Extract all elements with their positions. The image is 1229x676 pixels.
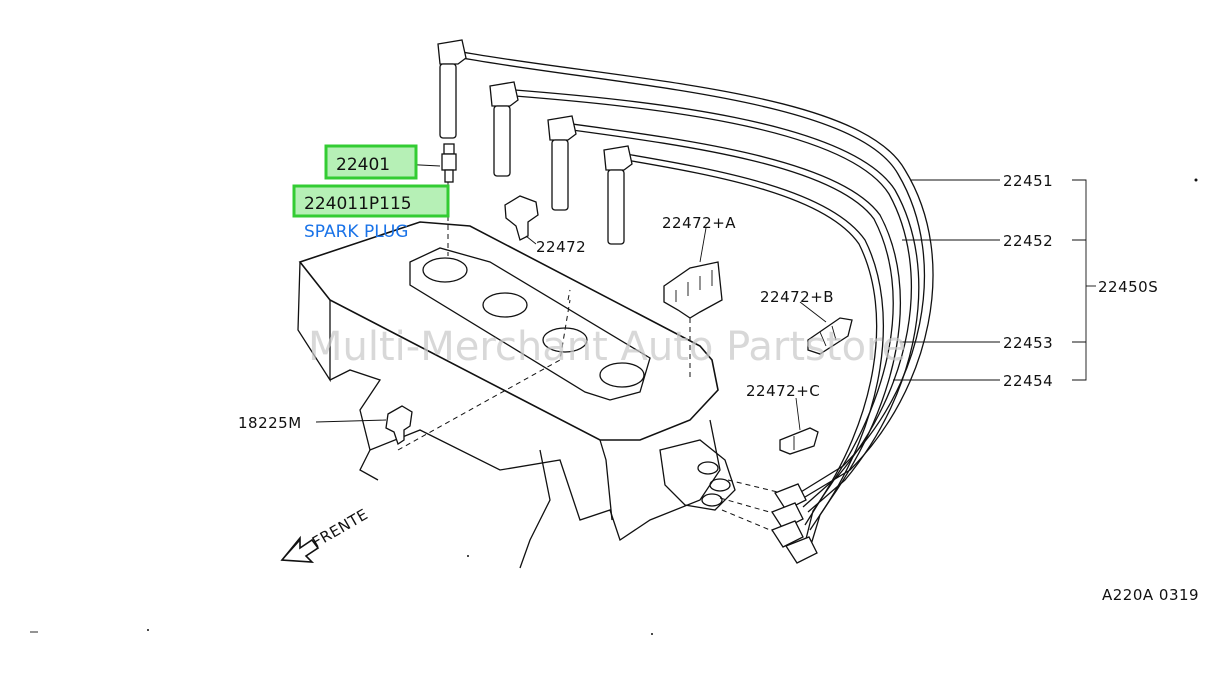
spark-plug	[441, 143, 457, 183]
leader-lines	[315, 163, 1096, 431]
ignition-wires	[461, 51, 934, 549]
distributor-boots	[771, 483, 818, 564]
label-22452[interactable]: 22452	[1003, 232, 1053, 250]
label-18225m[interactable]: 18225M	[238, 414, 302, 432]
front-arrow	[280, 535, 320, 563]
highlight-22401[interactable]: 22401	[336, 155, 390, 175]
label-22472[interactable]: 22472	[536, 238, 586, 256]
label-22451[interactable]: 22451	[1003, 172, 1053, 190]
highlight-part-number[interactable]: 224011P115	[304, 194, 412, 214]
label-22453[interactable]: 22453	[1003, 334, 1053, 352]
plug-boots	[437, 39, 633, 245]
label-22472c[interactable]: 22472+C	[746, 382, 820, 400]
wire-clamps	[385, 195, 853, 455]
label-22454[interactable]: 22454	[1003, 372, 1053, 390]
diagram-code: A220A 0319	[1102, 586, 1199, 604]
scan-specks	[30, 178, 1198, 635]
highlight-box-22401	[324, 144, 418, 180]
watermark: Multi-Merchant Auto Partstore	[308, 324, 906, 370]
spark-plug-link[interactable]: SPARK PLUG	[304, 222, 408, 242]
frente-label: FRENTE	[309, 505, 371, 551]
label-22472a[interactable]: 22472+A	[662, 214, 736, 232]
label-22450S[interactable]: 22450S	[1098, 278, 1158, 296]
label-22472b[interactable]: 22472+B	[760, 288, 834, 306]
highlight-box-part-number	[292, 184, 450, 218]
cylinder-head	[297, 221, 736, 569]
